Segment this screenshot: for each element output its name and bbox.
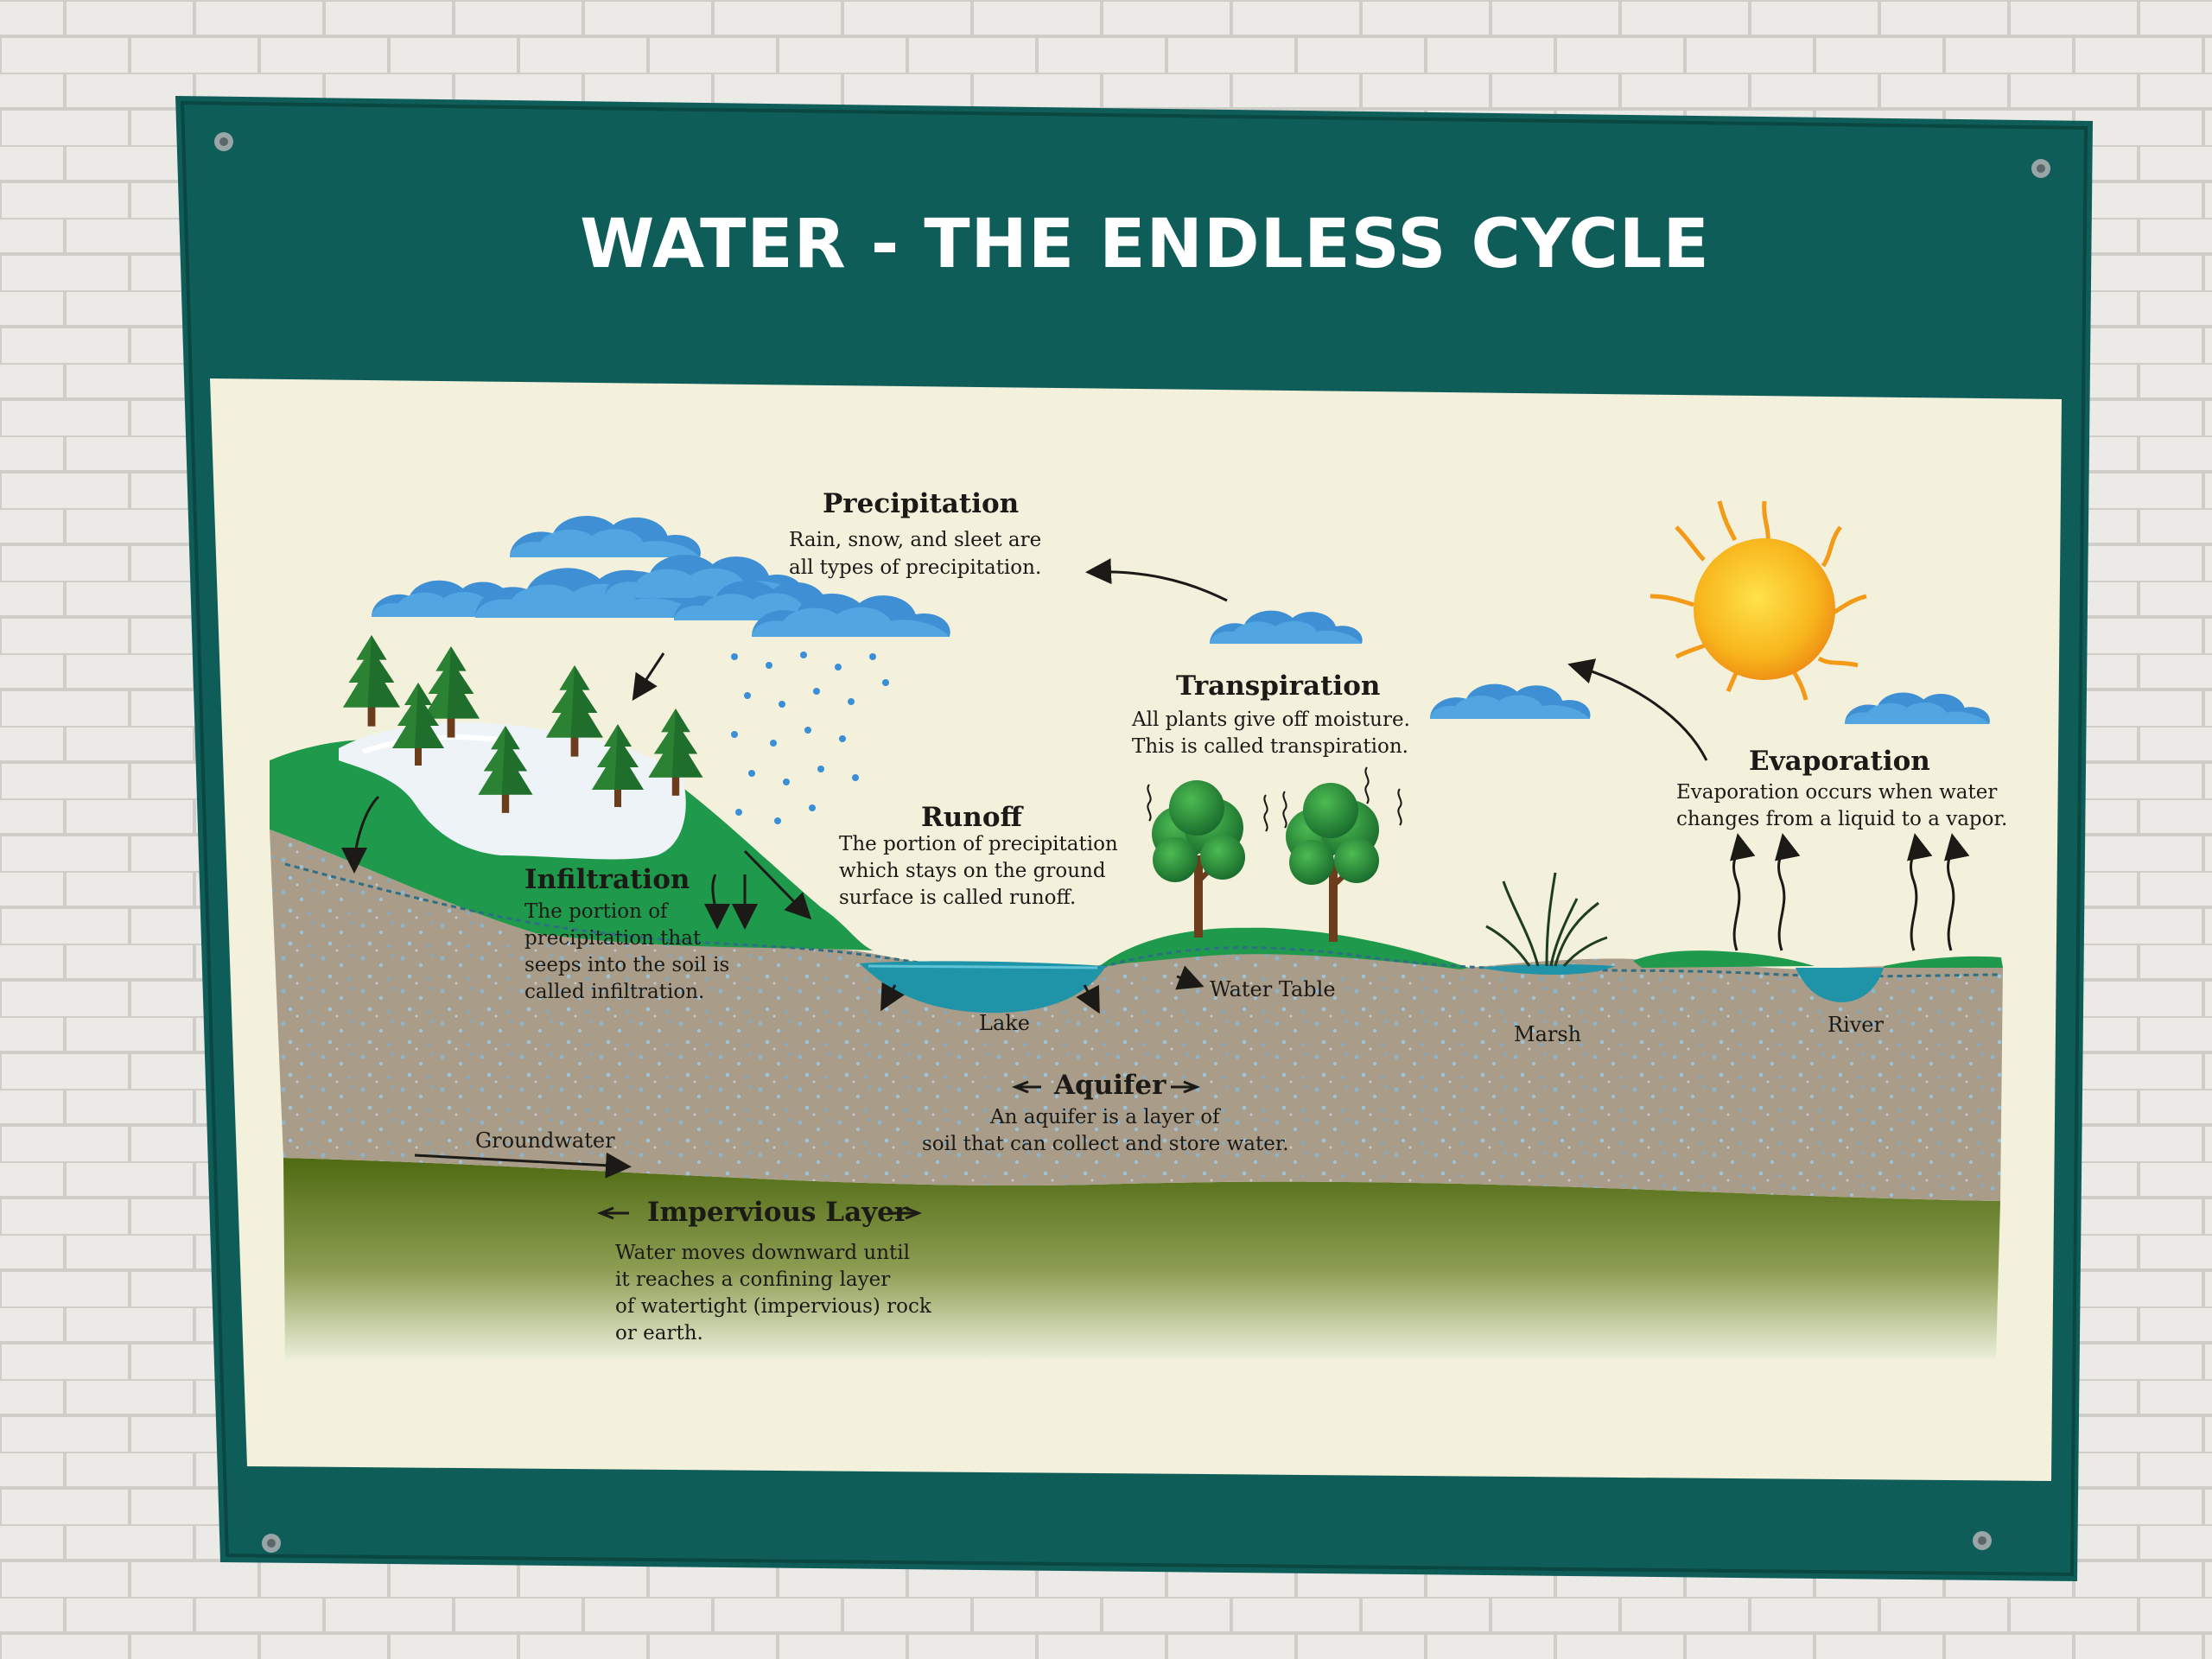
- runoff-heading: Runoff: [921, 802, 1022, 833]
- infiltration-text-4: called infiltration.: [524, 981, 705, 1003]
- precipitation-text-2: all types of precipitation.: [789, 556, 1042, 579]
- cycle-arrows: [341, 558, 1970, 1220]
- marsh-label: Marsh: [1514, 1022, 1582, 1046]
- aquifer-heading: Aquifer: [1054, 1070, 1166, 1101]
- deciduous-trees: [1152, 780, 1379, 942]
- infiltration-text-3: seeps into the soil is: [524, 954, 730, 976]
- impervious-text-3: of watertight (impervious) rock: [615, 1295, 931, 1318]
- river-water: [1796, 968, 1884, 1002]
- marsh-grass: [1485, 872, 1608, 967]
- evaporation-text-2: changes from a liquid to a vapor.: [1676, 808, 2008, 830]
- impervious-text-1: Water moves downward until: [615, 1242, 910, 1264]
- water-table-label: Water Table: [1210, 977, 1336, 1001]
- impervious-heading: Impervious Layer: [647, 1197, 909, 1228]
- lake-water: [860, 961, 1106, 1014]
- impervious-text-4: or earth.: [615, 1322, 703, 1344]
- runoff-text-1: The portion of precipitation: [839, 833, 1118, 855]
- precipitation-heading: Precipitation: [823, 488, 1020, 519]
- aquifer-soil: [270, 830, 2003, 1201]
- impervious-layer: [283, 1158, 2000, 1361]
- infiltration-text-1: The portion of: [524, 900, 668, 923]
- aquifer-text-2: soil that can collect and store water.: [922, 1133, 1289, 1155]
- precipitation-text-1: Rain, snow, and sleet are: [789, 529, 1042, 551]
- transpiration-heading: Transpiration: [1176, 671, 1381, 702]
- evaporation-text-1: Evaporation occurs when water: [1676, 781, 1998, 804]
- lake-label: Lake: [979, 1011, 1030, 1035]
- infiltration-heading: Infiltration: [524, 864, 690, 895]
- screw-icon: [214, 132, 233, 151]
- river-label: River: [1827, 1013, 1884, 1037]
- aquifer-text-1: An aquifer is a layer of: [990, 1106, 1220, 1128]
- marsh-water: [1479, 963, 1616, 976]
- runoff-text-3: surface is called runoff.: [839, 887, 1077, 909]
- sign-title: WATER - THE ENDLESS CYCLE: [580, 206, 1710, 283]
- runoff-text-2: which stays on the ground: [839, 860, 1106, 882]
- transpiration-text-2: This is called transpiration.: [1132, 735, 1408, 758]
- transpiration-text-1: All plants give off moisture.: [1132, 709, 1410, 731]
- groundwater-label: Groundwater: [475, 1128, 615, 1153]
- evaporation-heading: Evaporation: [1749, 746, 1930, 777]
- sun-icon: [1649, 500, 1867, 701]
- screw-icon: [262, 1534, 281, 1553]
- screw-icon: [2031, 159, 2050, 178]
- water-table-line: [284, 862, 2002, 978]
- infiltration-text-2: precipitation that: [524, 927, 702, 950]
- impervious-text-2: it reaches a confining layer: [615, 1268, 891, 1291]
- rain-drops: [731, 652, 889, 824]
- screw-icon: [1973, 1531, 1992, 1550]
